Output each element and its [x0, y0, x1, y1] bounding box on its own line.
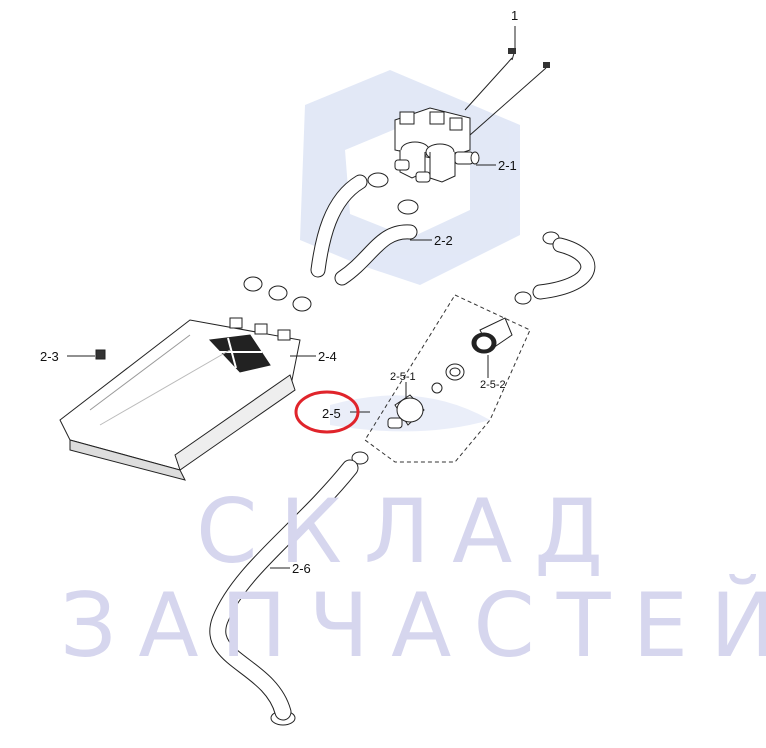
callout-1: 1: [511, 8, 518, 23]
callout-2-2: 2-2: [434, 233, 453, 248]
hose-part-2-6: [209, 459, 359, 721]
ring-seal: [431, 363, 465, 394]
water-inlet-valve: [394, 107, 480, 183]
leader-lines: [67, 26, 516, 569]
watermark-line-1: СКЛАД: [196, 480, 625, 583]
callout-2-5-1: 2-5-1: [390, 371, 416, 383]
callout-2-4: 2-4: [318, 349, 337, 364]
callout-2-1: 2-1: [498, 158, 517, 173]
dispenser-housing: [59, 317, 301, 481]
hose-part-2-2: [310, 174, 418, 286]
callout-2-5-2: 2-5-2: [480, 379, 506, 391]
callout-2-5: 2-5: [322, 406, 341, 421]
watermark-line-2: ЗАПЧАСТЕЙ: [60, 574, 766, 677]
screw-part-1-b: [469, 62, 550, 136]
screw-part-1-a: [464, 48, 516, 111]
callout-2-6: 2-6: [292, 561, 311, 576]
callout-2-3: 2-3: [40, 349, 59, 364]
hose-top-right: [532, 237, 596, 300]
cap-part-2-5-1: [387, 394, 425, 429]
nozzle-part-2-5-2: [471, 317, 513, 354]
highlight-ring: [294, 390, 360, 434]
clip-part-2-3: [95, 349, 106, 360]
